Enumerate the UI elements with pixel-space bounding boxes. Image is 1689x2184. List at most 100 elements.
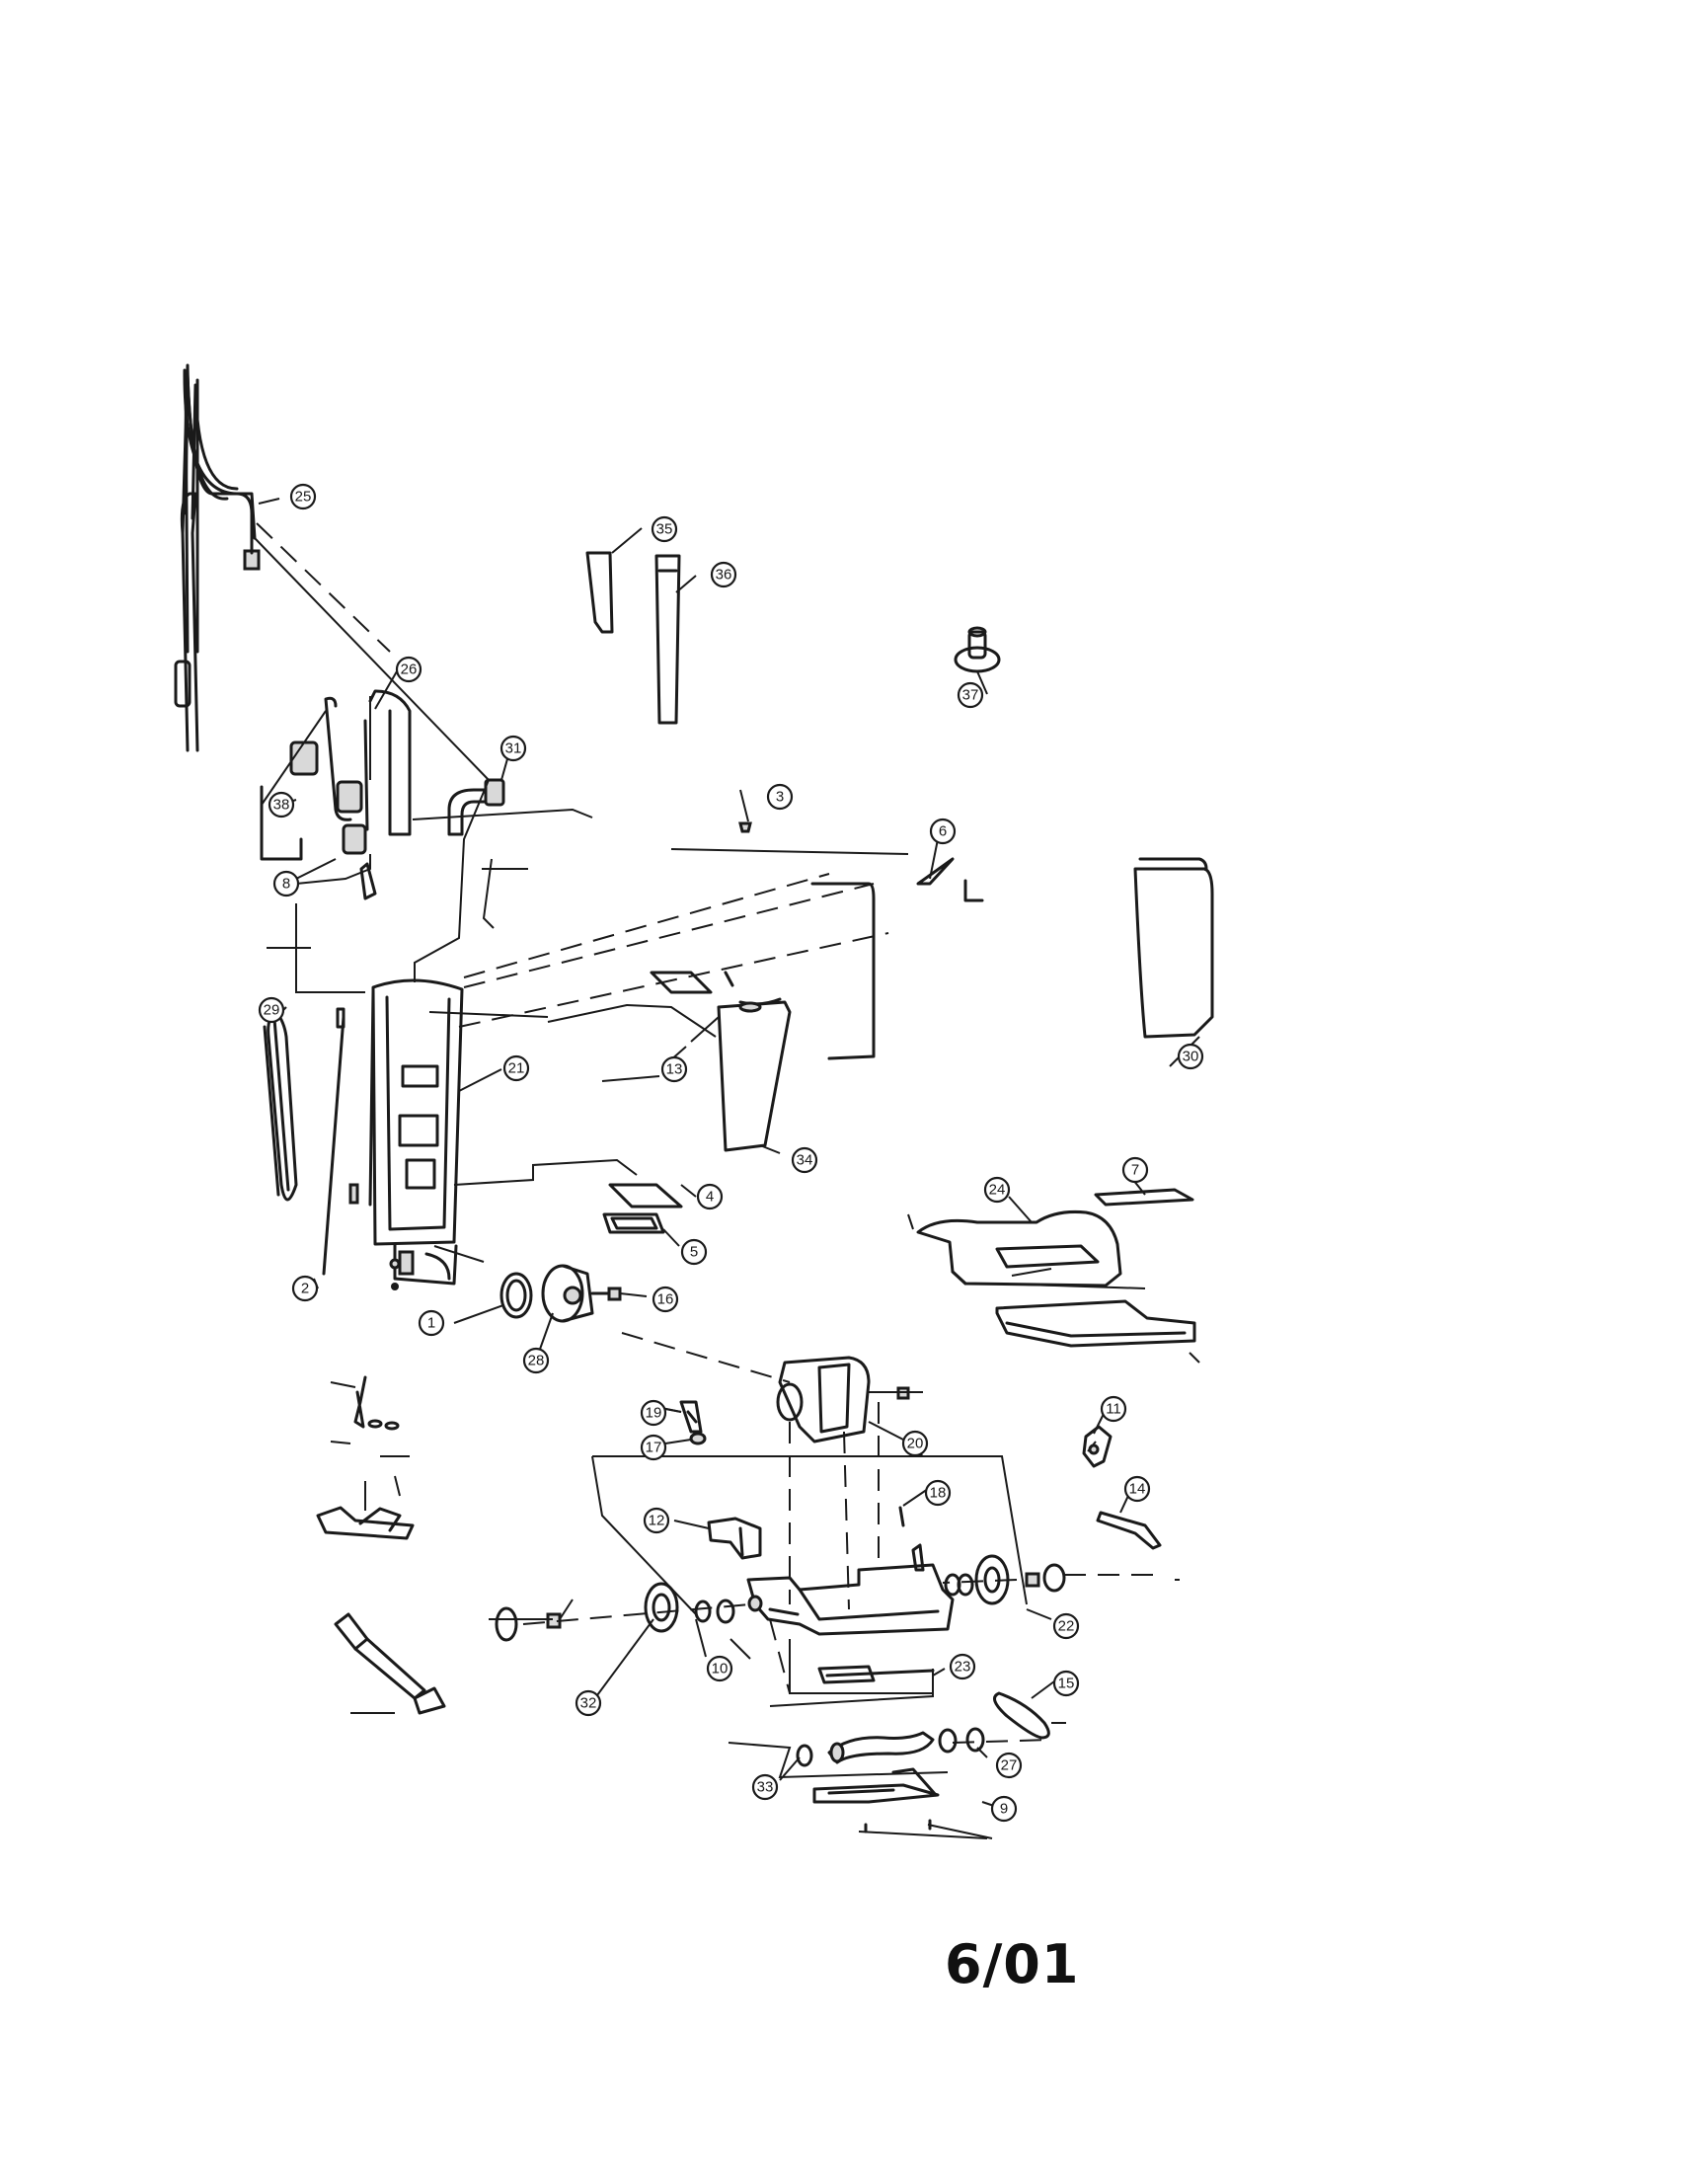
svg-text:28: 28 [528,1353,545,1369]
part-end-cap [796,1744,813,1767]
part-extension-wand [654,554,681,725]
callout-26: 26 [395,656,422,683]
part-main-body [368,978,464,1290]
svg-text:21: 21 [508,1060,525,1077]
part-wand-bracket [260,689,412,900]
callout-10: 10 [706,1655,733,1682]
svg-text:27: 27 [1001,1757,1018,1774]
part-headlight-lens [1094,1188,1194,1207]
callout-34: 34 [791,1146,818,1174]
part-bag-frame [810,882,876,1060]
part-bumper [995,1299,1196,1348]
callout-3: 3 [766,783,794,811]
part-elbow-connector [447,778,505,836]
callout-30: 30 [1177,1043,1204,1070]
callout-4: 4 [696,1183,724,1210]
part-filter-plate [650,971,734,994]
svg-text:36: 36 [716,567,732,584]
part-washers [694,1595,763,1624]
callout-16: 16 [652,1286,679,1313]
callout-9: 9 [990,1795,1018,1823]
svg-text:22: 22 [1058,1618,1075,1635]
svg-text:7: 7 [1131,1162,1139,1179]
callout-2: 2 [291,1275,319,1302]
part-latch [322,1007,359,1276]
part-switch-plate [316,1506,415,1540]
part-spring [353,1375,400,1431]
svg-text:15: 15 [1058,1676,1075,1692]
svg-text:13: 13 [666,1061,683,1078]
part-bracket-6 [916,857,984,902]
svg-text:35: 35 [656,521,673,538]
svg-text:1: 1 [427,1315,435,1332]
svg-text:20: 20 [907,1436,924,1452]
callout-28: 28 [522,1347,550,1374]
callout-38: 38 [268,791,295,819]
part-nozzle-housing [776,1356,910,1443]
svg-text:18: 18 [930,1485,947,1502]
callout-5: 5 [680,1238,708,1266]
svg-text:25: 25 [295,489,312,506]
svg-text:10: 10 [712,1661,729,1677]
callout-25: 25 [289,483,317,510]
part-nut [607,1287,622,1301]
callout-11: 11 [1100,1395,1127,1423]
explode-lines [256,522,1165,1744]
revision-date-label: 6/01 [945,1933,1080,1995]
part-belt [993,1691,1050,1740]
part-gasket [602,1212,665,1234]
part-cap-left [495,1606,562,1642]
callout-7: 7 [1121,1156,1149,1184]
part-motor [541,1264,616,1323]
part-brushroll-guard [817,1665,935,1684]
part-brushroll [827,1727,985,1764]
svg-text:34: 34 [797,1152,813,1169]
part-pivot-bracket [1082,1425,1113,1468]
callout-21: 21 [502,1054,530,1082]
callout-14: 14 [1123,1475,1151,1503]
svg-text:33: 33 [757,1779,774,1796]
callout-1: 1 [418,1309,445,1337]
callout-12: 12 [643,1507,670,1534]
callout-20: 20 [901,1430,929,1457]
callout-35: 35 [651,515,678,543]
svg-text:6: 6 [939,823,947,840]
part-small-clip [898,1506,925,1572]
callout-24: 24 [983,1176,1011,1204]
part-bag [717,997,792,1152]
part-height-adjust [707,1517,762,1560]
svg-text:17: 17 [646,1440,662,1456]
part-lever [1096,1511,1162,1550]
part-bag-cover [1133,857,1214,1039]
callout-33: 33 [751,1773,779,1801]
part-crevice-tool [585,551,614,634]
svg-text:38: 38 [273,797,290,814]
callout-22: 22 [1052,1612,1080,1640]
part-screw [738,821,752,833]
svg-text:30: 30 [1183,1049,1199,1065]
svg-text:12: 12 [649,1513,665,1529]
svg-text:19: 19 [646,1405,662,1422]
callout-18: 18 [924,1479,952,1507]
part-washer [689,1432,707,1445]
callout-19: 19 [640,1399,667,1427]
callout-29: 29 [258,996,285,1024]
part-base-plate [746,1563,955,1636]
callout-31: 31 [499,735,527,762]
part-bottom-screws [864,1819,932,1833]
part-bottom-plate [812,1767,940,1804]
callout-27: 27 [995,1752,1023,1779]
svg-text:11: 11 [1106,1401,1121,1418]
callout-32: 32 [575,1689,602,1717]
svg-text:31: 31 [505,741,522,757]
svg-text:26: 26 [401,662,418,678]
callout-15: 15 [1052,1670,1080,1697]
leader-lines [254,537,1200,1839]
part-nozzle-hood [916,1210,1122,1287]
part-pedal [679,1400,703,1434]
svg-text:4: 4 [706,1189,714,1206]
callout-8: 8 [272,870,300,897]
svg-text:29: 29 [264,1002,280,1019]
part-hose-handle [174,363,261,752]
